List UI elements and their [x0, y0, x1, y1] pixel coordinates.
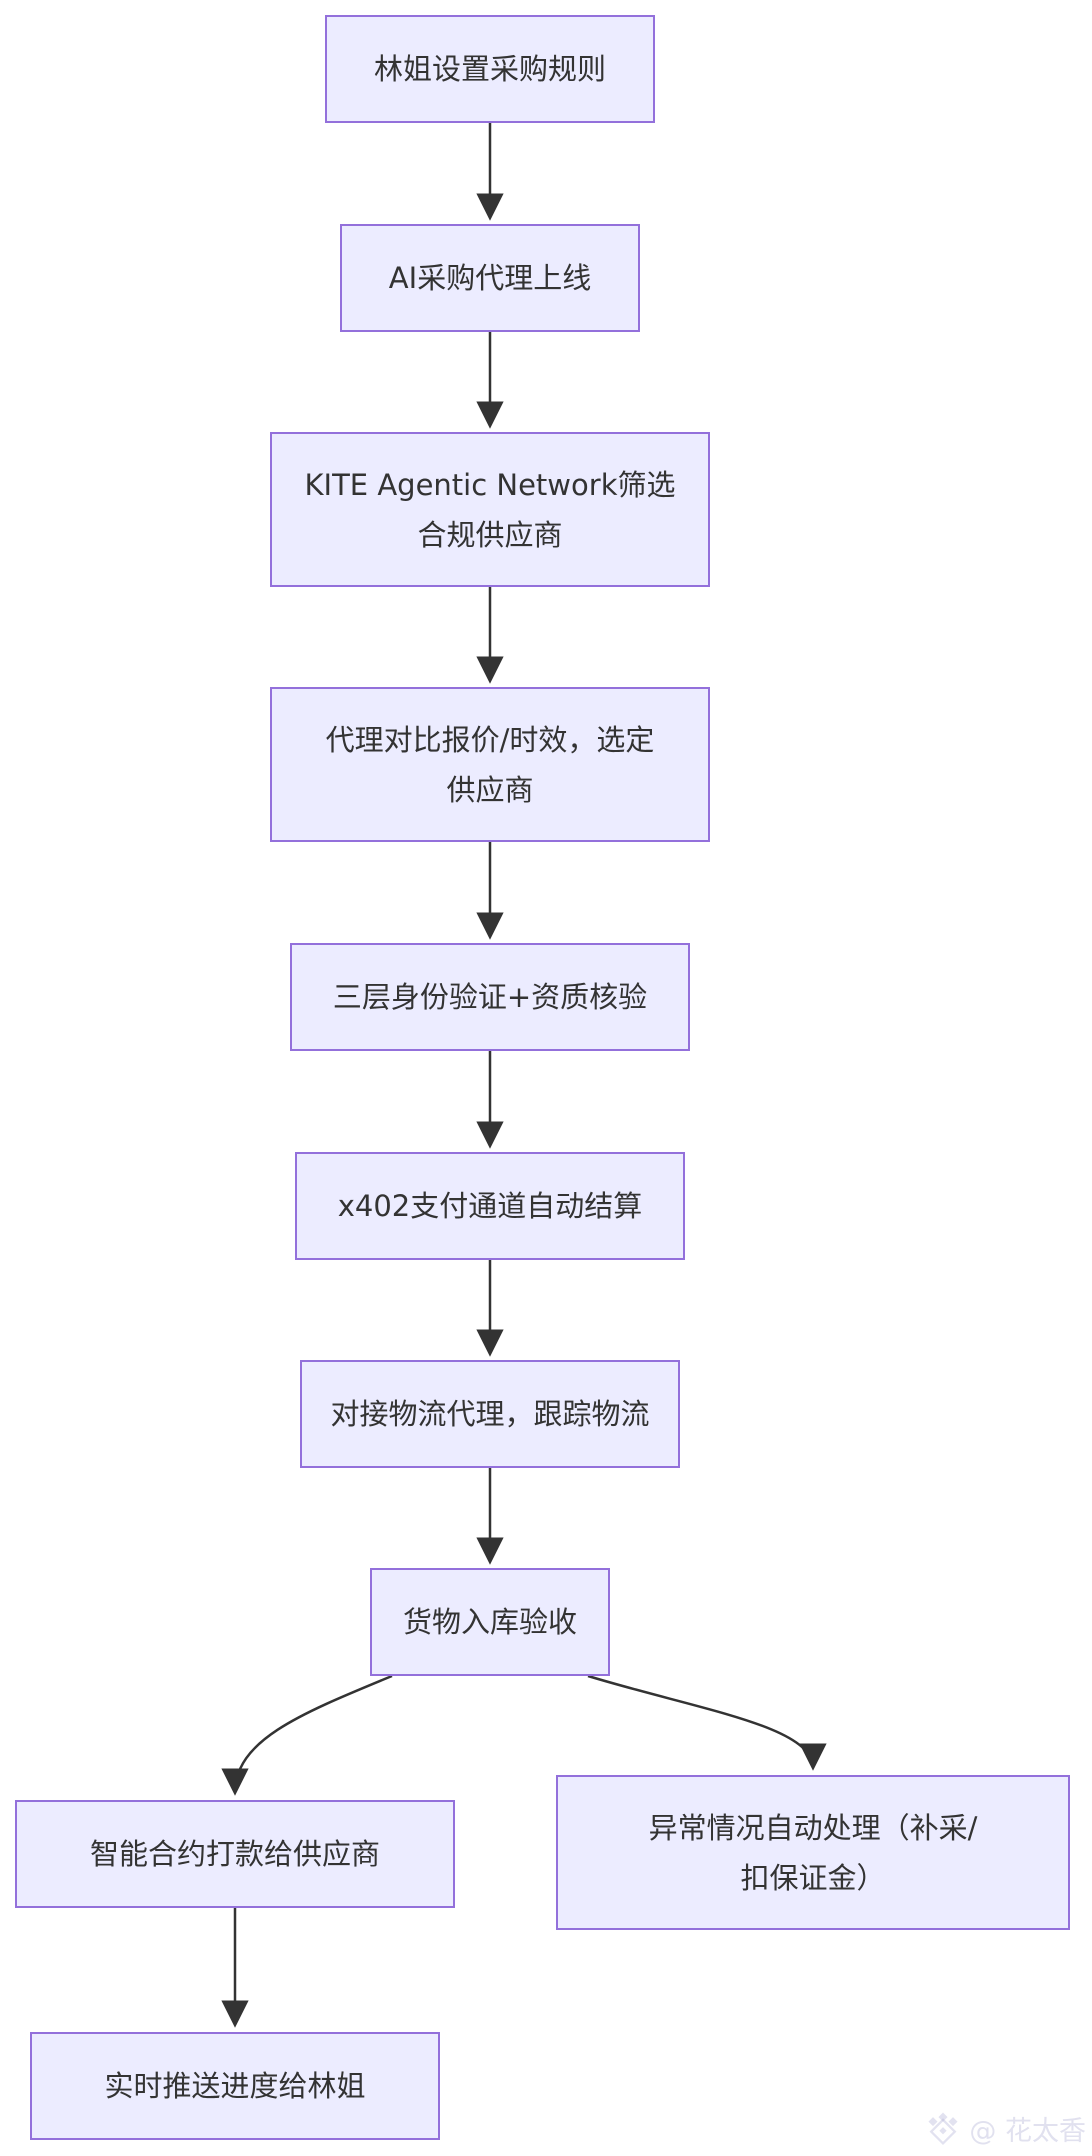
edge-h-k [587, 1674, 827, 1771]
edge-h-i [221, 1674, 393, 1796]
flow-node-exception-handling: 异常情况自动处理（补采/ 扣保证金） [556, 1775, 1070, 1930]
flow-node-set-purchase-rules: 林姐设置采购规则 [325, 15, 655, 123]
flow-node-smart-contract-payment: 智能合约打款给供应商 [15, 1800, 455, 1908]
flow-node-x402-settlement: x402支付通道自动结算 [295, 1152, 685, 1260]
watermark-text: @ 花太香 [969, 2115, 1086, 2147]
watermark: @ 花太香 [923, 2108, 1086, 2148]
flow-node-logistics-tracking: 对接物流代理，跟踪物流 [300, 1360, 680, 1468]
diamond-logo-icon [923, 2108, 963, 2148]
flow-node-compare-quotes: 代理对比报价/时效，选定 供应商 [270, 687, 710, 842]
flow-node-goods-acceptance: 货物入库验收 [370, 1568, 610, 1676]
flow-node-identity-verification: 三层身份验证+资质核验 [290, 943, 690, 1051]
flow-node-kite-network-screen: KITE Agentic Network筛选 合规供应商 [270, 432, 710, 587]
flow-node-ai-agent-online: AI采购代理上线 [340, 224, 640, 332]
flow-node-push-progress: 实时推送进度给林姐 [30, 2032, 440, 2140]
